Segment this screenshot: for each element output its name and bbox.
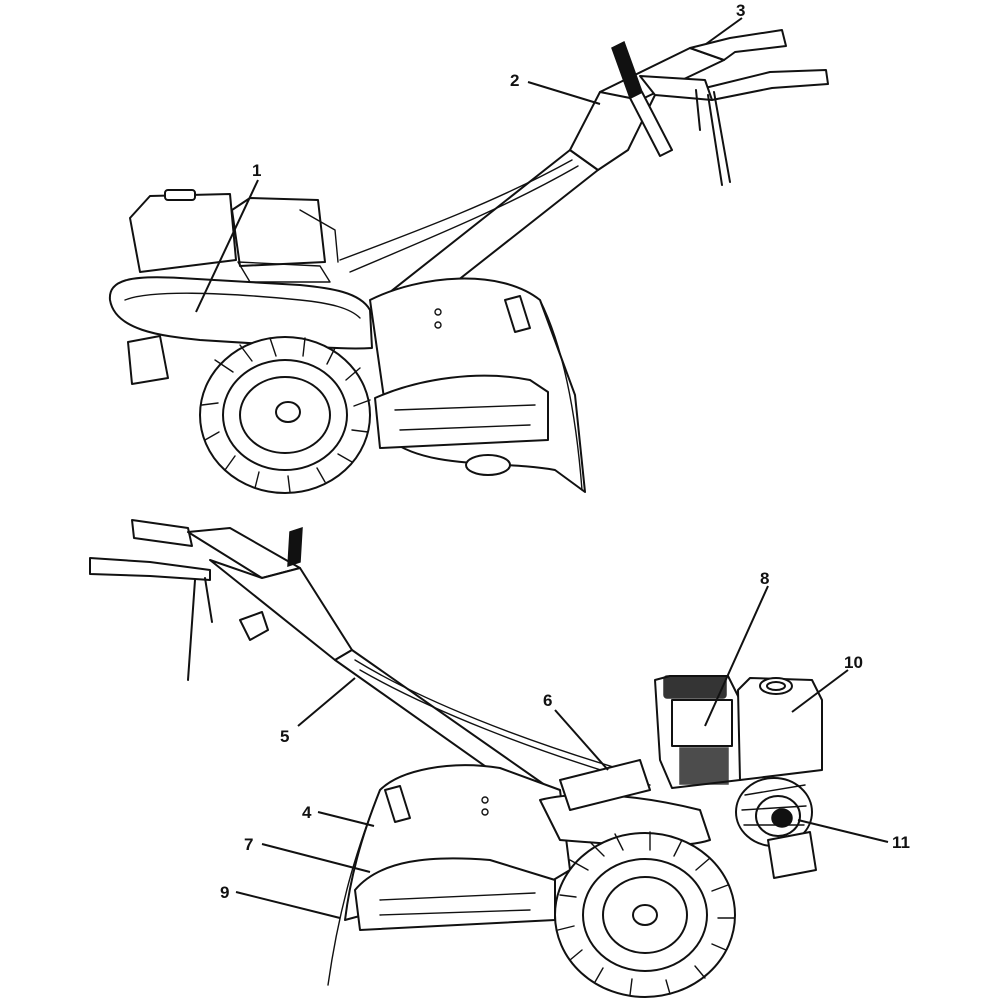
leader-lines-bottom <box>235 585 889 919</box>
callout-10: 10 <box>844 653 863 672</box>
wheel-bottom <box>554 831 736 998</box>
callout-labels: 1 2 3 4 5 6 7 8 9 10 11 <box>220 1 910 902</box>
callout-4: 4 <box>302 803 312 822</box>
tiller-bottom-illustration <box>89 519 889 998</box>
handlebar-bottom <box>89 519 651 806</box>
handlebar-top <box>339 29 829 319</box>
wheel-top <box>199 336 371 494</box>
callout-2: 2 <box>510 71 519 90</box>
leader-lines-top <box>195 17 743 313</box>
callout-8: 8 <box>760 569 769 588</box>
engine-top <box>129 189 339 283</box>
engine-bottom <box>654 675 823 879</box>
fender-top <box>108 276 373 350</box>
tiller-top-illustration <box>108 17 829 494</box>
tine-hood-bottom <box>327 764 571 986</box>
callout-9: 9 <box>220 883 229 902</box>
callout-11: 11 <box>892 833 910 852</box>
callout-5: 5 <box>280 727 289 746</box>
callout-6: 6 <box>543 691 552 710</box>
front-bracket-top <box>127 335 169 385</box>
fender-bottom <box>539 759 711 847</box>
callout-1: 1 <box>252 161 261 180</box>
callout-7: 7 <box>244 835 253 854</box>
callout-3: 3 <box>736 1 745 20</box>
tine-hood-top <box>369 277 586 493</box>
